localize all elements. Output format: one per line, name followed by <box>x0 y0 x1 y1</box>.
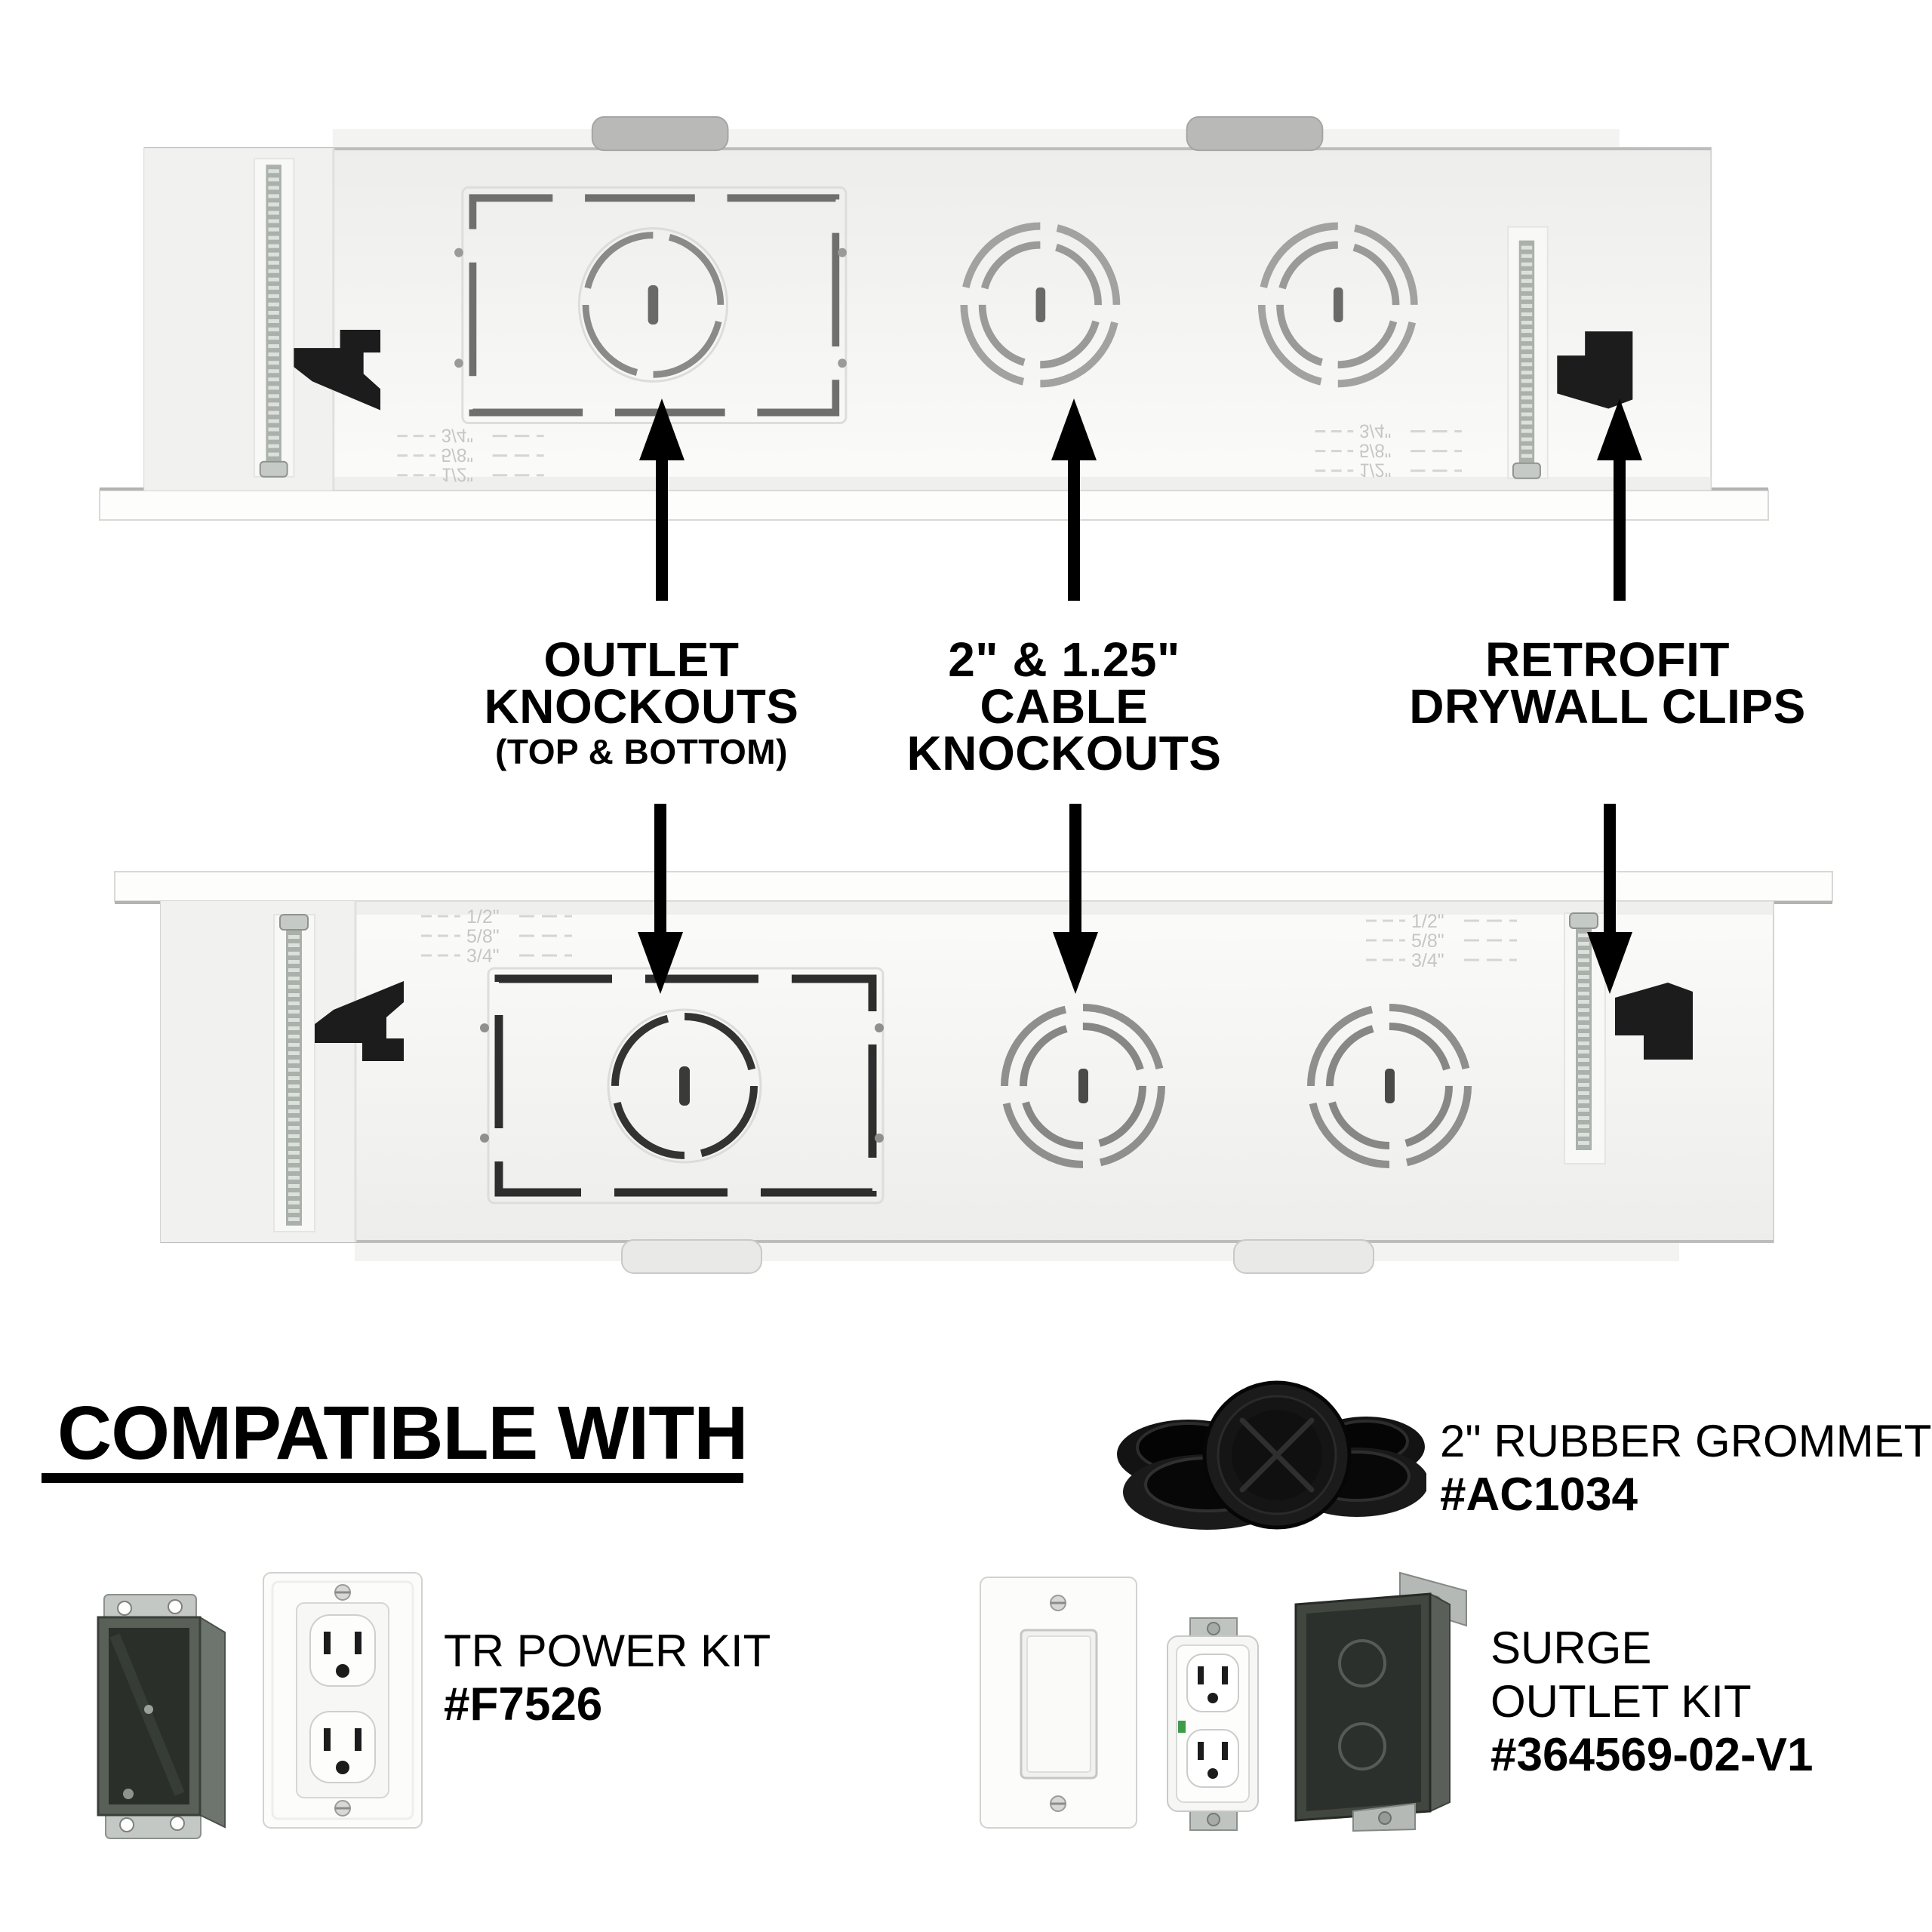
box-graphic-top: 1/2" 5/8" 3/4" 1/2" 5/8" 3/4" <box>98 116 1770 521</box>
retrofit-tab <box>621 1239 762 1274</box>
callout-retrofit-clips: RETROFIT DRYWALL CLIPS <box>1409 632 1806 734</box>
depth-mark-label: 1/2" <box>1411 911 1444 932</box>
drywall-clip <box>315 981 404 1061</box>
tr-power-kit-label: TR POWER KIT #F7526 <box>444 1624 771 1731</box>
grommet-label: 2" RUBBER GROMMET #AC1034 <box>1440 1414 1931 1521</box>
product-name: TR POWER KIT <box>444 1626 771 1676</box>
wall-box-top-photo: 1/2" 5/8" 3/4" 1/2" 5/8" 3/4" <box>98 116 1770 521</box>
heading-underline <box>42 1473 743 1483</box>
depth-mark-label: 1/2" <box>466 906 500 928</box>
retrofit-tab <box>1186 116 1324 152</box>
box-body <box>143 147 1712 491</box>
up-arrow-icon <box>1597 398 1642 601</box>
tr-power-kit-box-image <box>97 1594 226 1839</box>
surge-kit-outlet-image <box>1167 1617 1259 1831</box>
box-graphic-bottom: 1/2" 5/8" 3/4" 1/2" 5/8" 3/4" <box>114 871 1833 1274</box>
outlet-knockout <box>454 186 848 425</box>
product-part-number: #F7526 <box>444 1678 603 1730</box>
drywall-clip <box>294 330 381 411</box>
callout-line: 2" & 1.25" <box>948 632 1180 687</box>
depth-markings: 1/2" 5/8" 3/4" 1/2" 5/8" 3/4" <box>421 906 1517 971</box>
mounting-flange <box>114 871 1833 902</box>
down-arrow-icon <box>638 804 683 994</box>
product-name: OUTLET KIT <box>1491 1676 1752 1727</box>
box-body <box>160 900 1774 1243</box>
callout-line: KNOCKOUTS <box>484 679 799 734</box>
surge-kit-box-image <box>1294 1571 1467 1832</box>
callout-line: KNOCKOUTS <box>906 726 1222 780</box>
depth-mark-label: 1/2" <box>1359 460 1391 480</box>
box-side-wall <box>144 148 334 491</box>
depth-markings: 1/2" 5/8" 3/4" 1/2" 5/8" 3/4" <box>397 420 1462 485</box>
up-arrow-icon <box>639 398 685 601</box>
product-name: SURGE <box>1491 1623 1652 1673</box>
callout-line: RETROFIT <box>1485 632 1730 687</box>
depth-mark-label: 5/8" <box>466 926 500 947</box>
product-part-number: #AC1034 <box>1440 1469 1638 1521</box>
depth-mark-label: 3/4" <box>1359 420 1391 440</box>
mounting-screw <box>286 925 302 1226</box>
drywall-clip <box>1615 983 1693 1060</box>
drywall-clip <box>1557 331 1633 409</box>
outlet-knockout <box>480 967 884 1204</box>
mounting-screw <box>266 165 281 466</box>
depth-mark-label: 1/2" <box>441 464 473 485</box>
depth-mark-label: 3/4" <box>1411 950 1444 971</box>
down-arrow-icon <box>1587 804 1632 994</box>
cable-knockout <box>960 222 1121 388</box>
surge-kit-label: SURGE OUTLET KIT #364569-02-V1 <box>1491 1621 1813 1782</box>
callout-cable-knockouts: 2" & 1.25" CABLE KNOCKOUTS <box>906 632 1222 780</box>
cable-knockout <box>1001 1004 1165 1168</box>
depth-mark-label: 3/4" <box>441 424 473 445</box>
depth-mark-label: 5/8" <box>441 445 473 465</box>
rubber-grommet-image <box>1117 1380 1426 1530</box>
callout-subline: (TOP & BOTTOM) <box>495 732 788 771</box>
wall-box-bottom-photo: 1/2" 5/8" 3/4" 1/2" 5/8" 3/4" <box>114 871 1833 1274</box>
cable-knockout <box>1307 1004 1472 1168</box>
surge-indicator <box>1178 1721 1186 1733</box>
depth-mark-label: 5/8" <box>1359 440 1391 460</box>
cable-knockout <box>1257 222 1418 388</box>
compatible-with-heading: COMPATIBLE WITH <box>57 1391 748 1475</box>
retrofit-tab <box>1233 1239 1374 1274</box>
depth-mark-label: 5/8" <box>1411 931 1444 952</box>
tr-power-kit-plate-image <box>263 1572 423 1829</box>
down-arrow-icon <box>1053 804 1098 994</box>
box-side-wall <box>161 901 355 1242</box>
product-name: 2" RUBBER GROMMET <box>1440 1416 1932 1466</box>
up-arrow-icon <box>1051 398 1097 601</box>
callout-line: DRYWALL CLIPS <box>1409 679 1806 734</box>
callout-line: CABLE <box>980 679 1149 734</box>
product-part-number: #364569-02-V1 <box>1491 1729 1814 1781</box>
mounting-flange <box>98 489 1770 521</box>
callout-line: OUTLET <box>543 632 740 687</box>
callout-outlet-knockouts: OUTLET KNOCKOUTS (TOP & BOTTOM) <box>484 632 799 774</box>
surge-kit-plate-image <box>980 1577 1137 1829</box>
retrofit-tab <box>591 116 729 152</box>
depth-mark-label: 3/4" <box>466 946 500 967</box>
